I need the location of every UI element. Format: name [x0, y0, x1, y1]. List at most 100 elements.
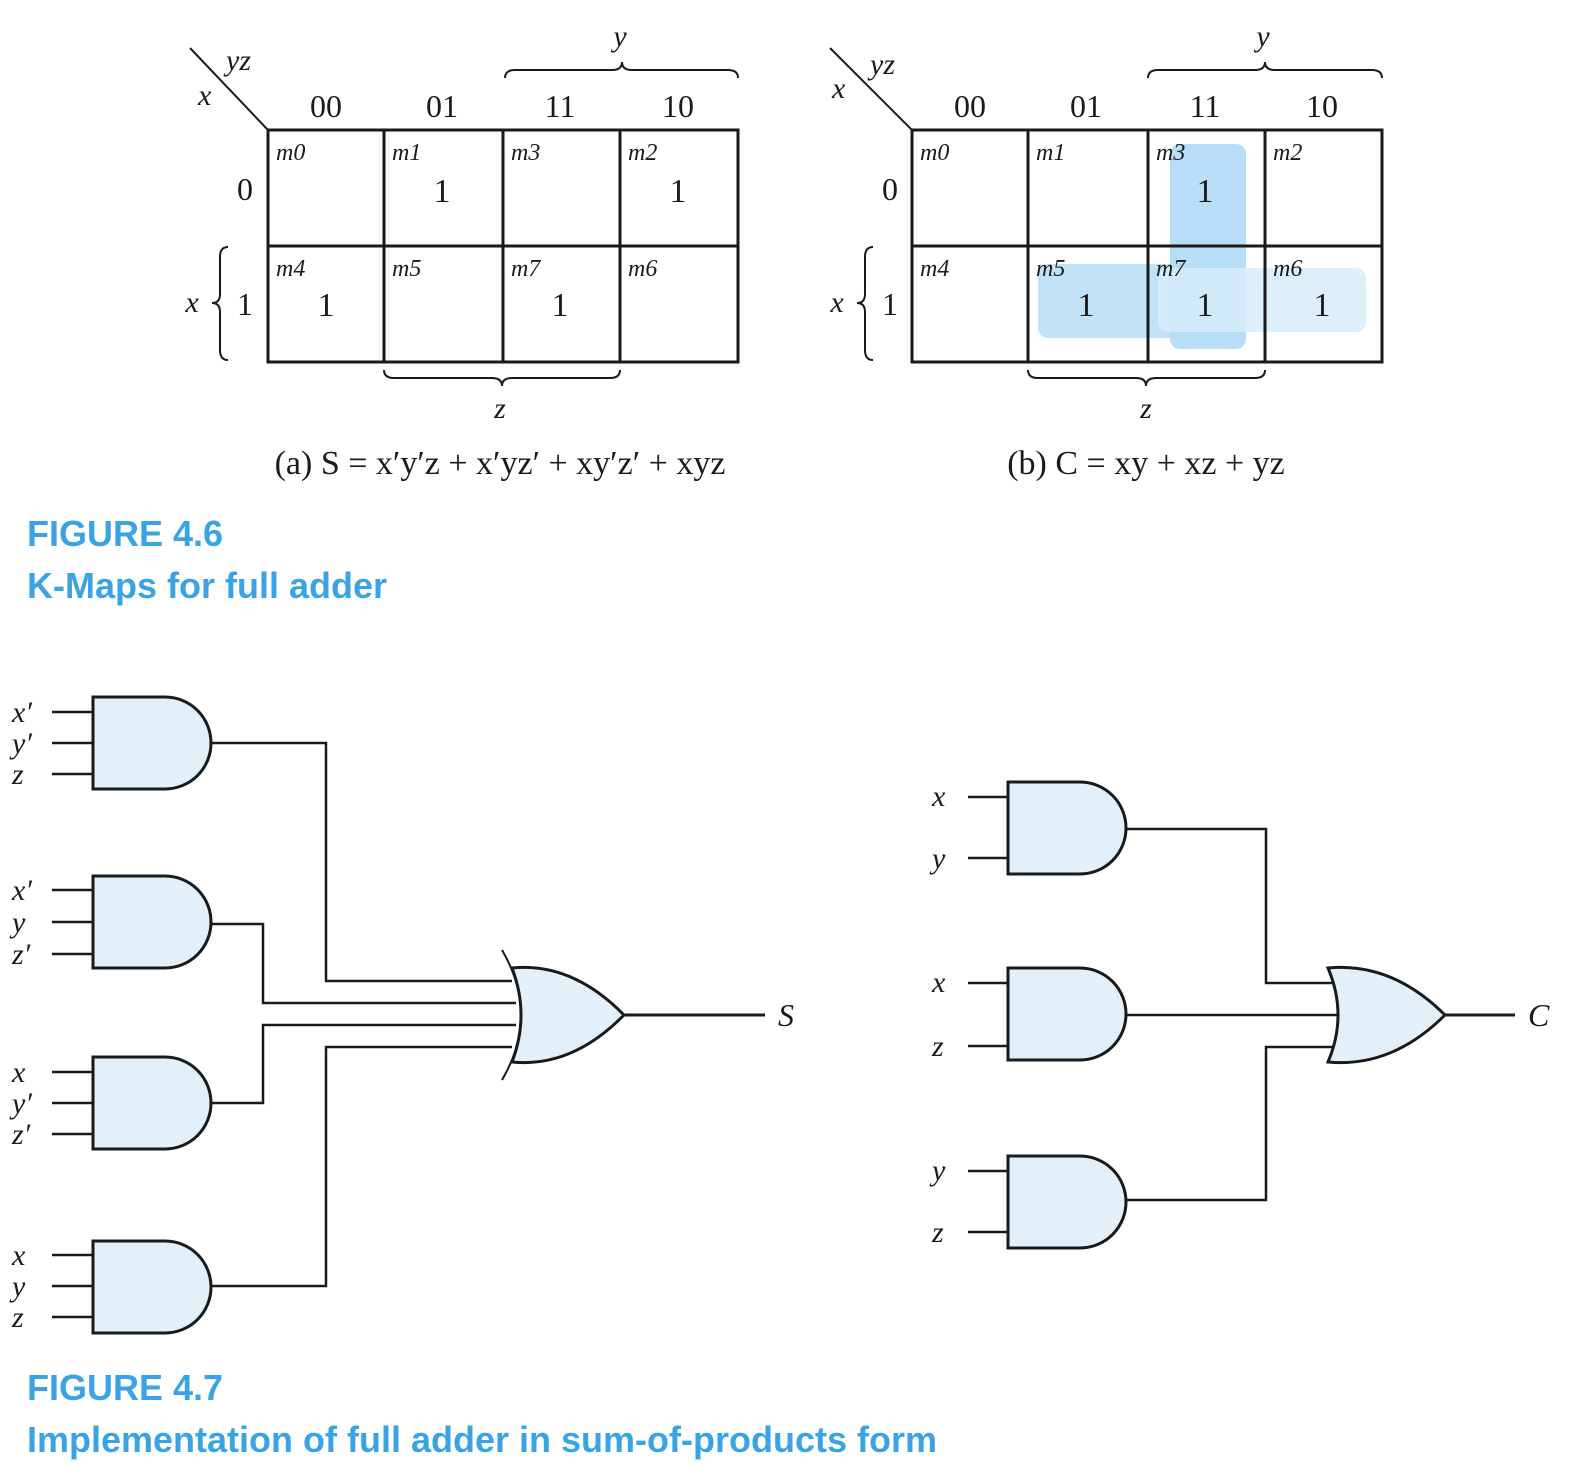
kmap-b-minterm: m5: [1036, 256, 1065, 282]
carry-and-gate-2: [1006, 966, 1128, 1062]
kmap-b: yz x 00 01 11 10 y 0 1 x m0 m1 m3 m2 m4 …: [829, 20, 1384, 482]
carry-gate-input-label: y: [929, 1154, 946, 1187]
sum-gate-input-label: y′: [9, 1087, 32, 1120]
figure-4-6-title: K-Maps for full adder: [27, 565, 387, 606]
kmap-b-col-header: 01: [1070, 88, 1102, 124]
kmap-b-minterm: m1: [1036, 140, 1065, 166]
kmap-b-brace-x: [856, 246, 874, 361]
kmap-b-minterm: m6: [1273, 256, 1302, 282]
carry-output-label: C: [1528, 997, 1550, 1033]
kmap-a-brace-y: [504, 61, 739, 79]
kmap-b-cell-value: 1: [1078, 287, 1095, 324]
kmap-b-minterm: m4: [920, 256, 949, 282]
kmap-b-minterm: m7: [1156, 256, 1186, 282]
kmap-a-col-header: 00: [310, 88, 342, 124]
carry-connecting-wires: [1126, 827, 1515, 1202]
carry-input-wires: [968, 795, 1008, 1234]
carry-gate-input-label: x: [931, 966, 946, 999]
kmap-b-row-header: 1: [882, 286, 898, 322]
kmap-b-minterm: m0: [920, 140, 949, 166]
sum-gate-input-label: z′: [11, 938, 31, 971]
sum-circuit: x′ y′ z x′ y z′ x y′ z′ x y z S: [9, 695, 794, 1335]
kmap-a-cell-value: 1: [552, 287, 569, 324]
sum-gate-input-label: z: [11, 1301, 24, 1334]
kmap-a-brace-z-label: z: [493, 392, 506, 425]
sum-gate-input-label: z: [11, 758, 24, 791]
kmap-b-col-header: 00: [954, 88, 986, 124]
carry-or-gate: [1325, 965, 1448, 1065]
kmap-b-brace-z: [1027, 369, 1266, 387]
kmap-b-row-header: 0: [882, 171, 898, 207]
kmap-a-brace-x: [211, 246, 229, 361]
kmap-b-group-xy: [1158, 268, 1366, 332]
kmap-a-minterm: m3: [511, 140, 540, 166]
kmap-a-cell-value: 1: [434, 173, 451, 210]
kmap-a-minterm: m2: [628, 140, 657, 166]
sum-gate-input-label: y′: [9, 727, 32, 760]
carry-and-gate-1: [1006, 780, 1128, 876]
sum-and-gate-2: [91, 874, 213, 970]
kmap-a-col-header: 11: [545, 88, 576, 124]
kmap-a-row-header: 1: [237, 286, 253, 322]
kmap-a-col-header: 10: [662, 88, 694, 124]
kmap-a-minterm: m0: [276, 140, 305, 166]
kmap-a-cell-value: 1: [670, 173, 687, 210]
kmap-a-minterm: m5: [392, 256, 421, 282]
kmap-b-minterm: m3: [1156, 140, 1185, 166]
sum-or-gate-back-curve: [501, 949, 522, 1081]
kmap-a-brace-x-label: x: [184, 286, 199, 319]
sum-gate-input-label: x′: [11, 874, 32, 907]
sum-gate-input-label: x: [11, 1056, 26, 1089]
kmap-b-brace-z-label: z: [1139, 392, 1152, 425]
carry-circuit: x y x z y z C: [929, 780, 1550, 1250]
sum-or-gate: [509, 965, 627, 1065]
kmap-a-brace-z: [383, 369, 621, 387]
kmap-b-equation: (b) C = xy + xz + yz: [1007, 445, 1285, 482]
kmap-a-minterm: m4: [276, 256, 305, 282]
carry-gate-input-label: y: [929, 842, 946, 875]
kmap-a-corner-diagonal: [189, 47, 269, 131]
carry-gate-input-label: z: [931, 1216, 944, 1249]
figure-4-7-title: Implementation of full adder in sum-of-p…: [27, 1419, 937, 1460]
sum-gate-input-label: y: [9, 1270, 26, 1303]
kmap-b-cell-value: 1: [1314, 287, 1331, 324]
kmap-a-cell-value: 1: [318, 287, 335, 324]
kmap-b-brace-y: [1147, 61, 1383, 79]
kmap-b-col-header: 11: [1190, 88, 1221, 124]
kmap-a-col-header: 01: [426, 88, 458, 124]
kmap-a-minterm: m7: [511, 256, 541, 282]
sum-gate-input-label: x: [11, 1239, 26, 1272]
carry-gate-input-label: z: [931, 1030, 944, 1063]
figure-4-7-number: FIGURE 4.7: [27, 1367, 223, 1408]
sum-output-label: S: [778, 997, 794, 1033]
kmap-b-brace-y-label: y: [1253, 20, 1270, 53]
kmap-a-corner-row: x: [197, 79, 212, 112]
carry-and-gate-3: [1006, 1154, 1128, 1250]
kmap-a-brace-y-label: y: [610, 20, 627, 53]
kmap-a-minterm: m1: [392, 140, 421, 166]
sum-and-gate-1: [91, 695, 213, 791]
sum-gate-input-label: z′: [11, 1118, 31, 1151]
kmap-a-minterm: m6: [628, 256, 657, 282]
kmap-a-corner-col: yz: [223, 44, 251, 77]
kmap-b-corner-diagonal: [829, 47, 913, 131]
sum-input-wires: [52, 710, 93, 1319]
sum-connecting-wires: [211, 741, 765, 1288]
kmap-b-corner-row: x: [831, 72, 846, 105]
sum-and-gate-4: [91, 1239, 213, 1335]
sum-and-gate-3: [91, 1055, 213, 1151]
kmap-b-cell-value: 1: [1197, 287, 1214, 324]
figure-4-6-number: FIGURE 4.6: [27, 513, 223, 554]
kmap-b-brace-x-label: x: [829, 286, 844, 319]
kmap-a-row-header: 0: [237, 171, 253, 207]
sum-gate-input-label: y: [9, 906, 26, 939]
kmap-a: yz x 00 01 11 10 y 0 1 x m0 m1 m3 m2 m4 …: [184, 20, 740, 482]
kmap-b-col-header: 10: [1306, 88, 1338, 124]
kmap-b-cell-value: 1: [1197, 173, 1214, 210]
carry-gate-input-label: x: [931, 780, 946, 813]
sum-gate-input-label: x′: [11, 696, 32, 729]
kmap-a-equation: (a) S = x′y′z + x′yz′ + xy′z′ + xyz: [275, 445, 726, 482]
kmap-b-corner-col: yz: [867, 48, 895, 81]
kmap-b-minterm: m2: [1273, 140, 1302, 166]
